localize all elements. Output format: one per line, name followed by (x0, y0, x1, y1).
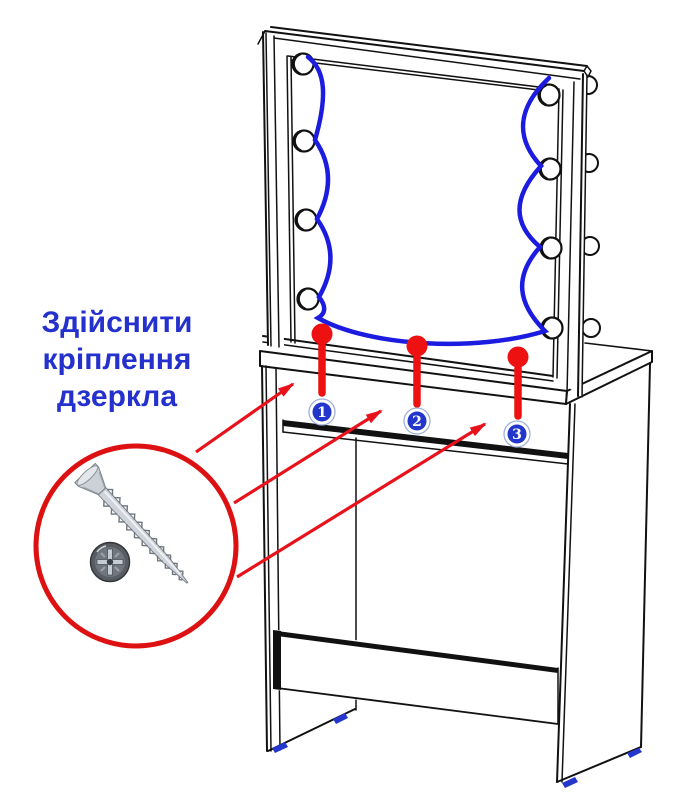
instruction-caption: Здійснити кріплення дзеркла (42, 306, 193, 413)
frame-left-post (257, 30, 296, 348)
foot-marker (272, 742, 288, 753)
bulb-socket-icon (581, 318, 601, 338)
step-number-1: 1 (317, 405, 327, 421)
apron (282, 419, 569, 465)
bulb-socket-icon (294, 208, 318, 232)
step-badge-1: 1 (308, 398, 336, 426)
frame-right-post (552, 73, 588, 398)
foot-marker (333, 713, 348, 724)
instruction-text-line-3: дзеркла (57, 380, 177, 413)
location-pin-icon (311, 323, 333, 397)
magnifier (33, 443, 239, 649)
bulb-socket-icon (292, 129, 316, 153)
foot-markers (272, 713, 642, 788)
pointer-arrow-2 (233, 409, 383, 505)
frame-top-rail (264, 26, 592, 93)
location-pin-icon (406, 335, 428, 408)
step-number-2: 2 (412, 414, 422, 430)
magnifier-circle (33, 443, 239, 649)
pointer-arrows (195, 382, 487, 579)
right-side-panel (556, 363, 651, 783)
instruction-text-line-1: Здійснити (42, 306, 193, 339)
bulb-socket-icon (537, 83, 561, 107)
instruction-text-line-2: кріплення (43, 343, 192, 376)
bulb-socket-icon (538, 157, 562, 181)
step-badge-3: 3 (503, 420, 531, 448)
location-pin-icon (507, 346, 529, 420)
pointer-arrow-1 (195, 382, 295, 454)
bulb-socket-icon (296, 287, 320, 311)
step-badge-2: 2 (403, 407, 431, 435)
screw-side-icon (74, 462, 189, 584)
step-badges: 1 2 3 (308, 398, 531, 448)
mirror-frame-bottom-rail (262, 335, 554, 382)
pointer-arrow-3 (236, 422, 487, 579)
bulb-socket-icon (539, 236, 563, 260)
left-bulb-sockets (291, 52, 320, 311)
vanity-table-line-art (257, 26, 653, 788)
location-pins (311, 323, 529, 420)
foot-marker (562, 777, 578, 788)
mirror-outline (305, 54, 552, 347)
screw-head-top-icon (89, 541, 131, 583)
step-number-3: 3 (512, 427, 522, 443)
stretcher-panel (273, 630, 559, 725)
mirror-frame (257, 26, 601, 398)
foot-marker (627, 748, 642, 758)
